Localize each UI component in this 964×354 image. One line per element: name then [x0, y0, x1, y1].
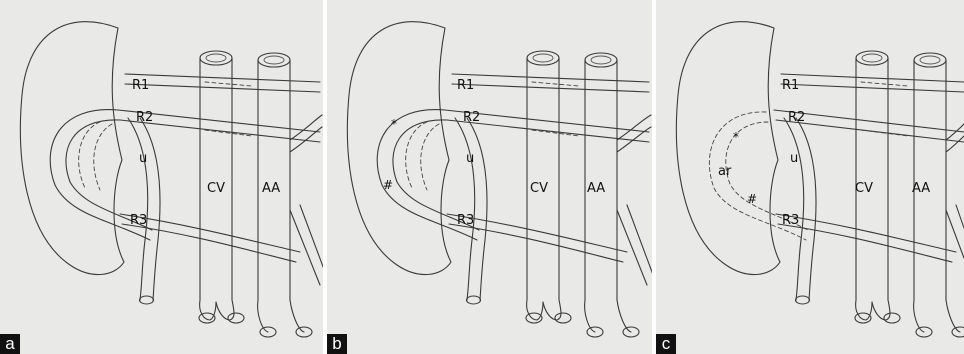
R1-vessel-top [125, 74, 320, 82]
label-u: u [466, 151, 474, 166]
marker-hash: # [383, 178, 393, 192]
panel-b: R1 R2 u CV AA R3 * # b [327, 0, 652, 354]
label-ar: ar [718, 164, 732, 179]
label-AA: AA [587, 181, 605, 196]
label-AA: AA [262, 181, 280, 196]
label-R2: R2 [788, 110, 805, 125]
label-R3: R3 [130, 213, 147, 228]
panel-letter-b: b [327, 334, 347, 354]
ureter-u-end [140, 296, 154, 304]
kidney-outline [20, 22, 124, 275]
label-CV: CV [855, 181, 873, 196]
R1-hidden [205, 82, 252, 86]
panel-c-drawing: R1 R2 u CV AA R3 * # ar [656, 0, 964, 354]
label-AA: AA [912, 181, 930, 196]
R2-hidden [205, 130, 252, 136]
panel-letter-c: c [656, 334, 676, 354]
panel-c: R1 R2 u CV AA R3 * # ar c [656, 0, 964, 354]
kidney-outline [347, 22, 451, 275]
label-R2: R2 [136, 110, 153, 125]
ureter-hidden-1 [79, 122, 100, 188]
label-u: u [790, 151, 798, 166]
label-R1: R1 [132, 78, 149, 93]
label-R3: R3 [782, 213, 799, 228]
label-R3: R3 [457, 213, 474, 228]
R3-vessel-bottom [122, 224, 296, 262]
panel-b-drawing: R1 R2 u CV AA R3 * # [327, 0, 652, 354]
ureter-hidden-2 [94, 124, 112, 190]
panel-a: R1 R2 u CV AA R3 a [0, 0, 323, 354]
label-R1: R1 [782, 78, 799, 93]
R1-vessel-bottom [125, 84, 320, 92]
marker-hash: # [747, 192, 757, 206]
label-CV: CV [530, 181, 548, 196]
panel-a-drawing: R1 R2 u CV AA R3 [0, 0, 323, 354]
panel-letter-a: a [0, 334, 20, 354]
marker-star: * [391, 117, 397, 131]
AA-top [258, 53, 290, 67]
label-R2: R2 [463, 110, 480, 125]
marker-star: * [733, 130, 739, 144]
label-u: u [139, 151, 147, 166]
CV-top [200, 51, 232, 65]
ureter-u-right [140, 118, 160, 300]
ureter-u-left [128, 118, 148, 300]
label-R1: R1 [457, 78, 474, 93]
label-CV: CV [207, 181, 225, 196]
